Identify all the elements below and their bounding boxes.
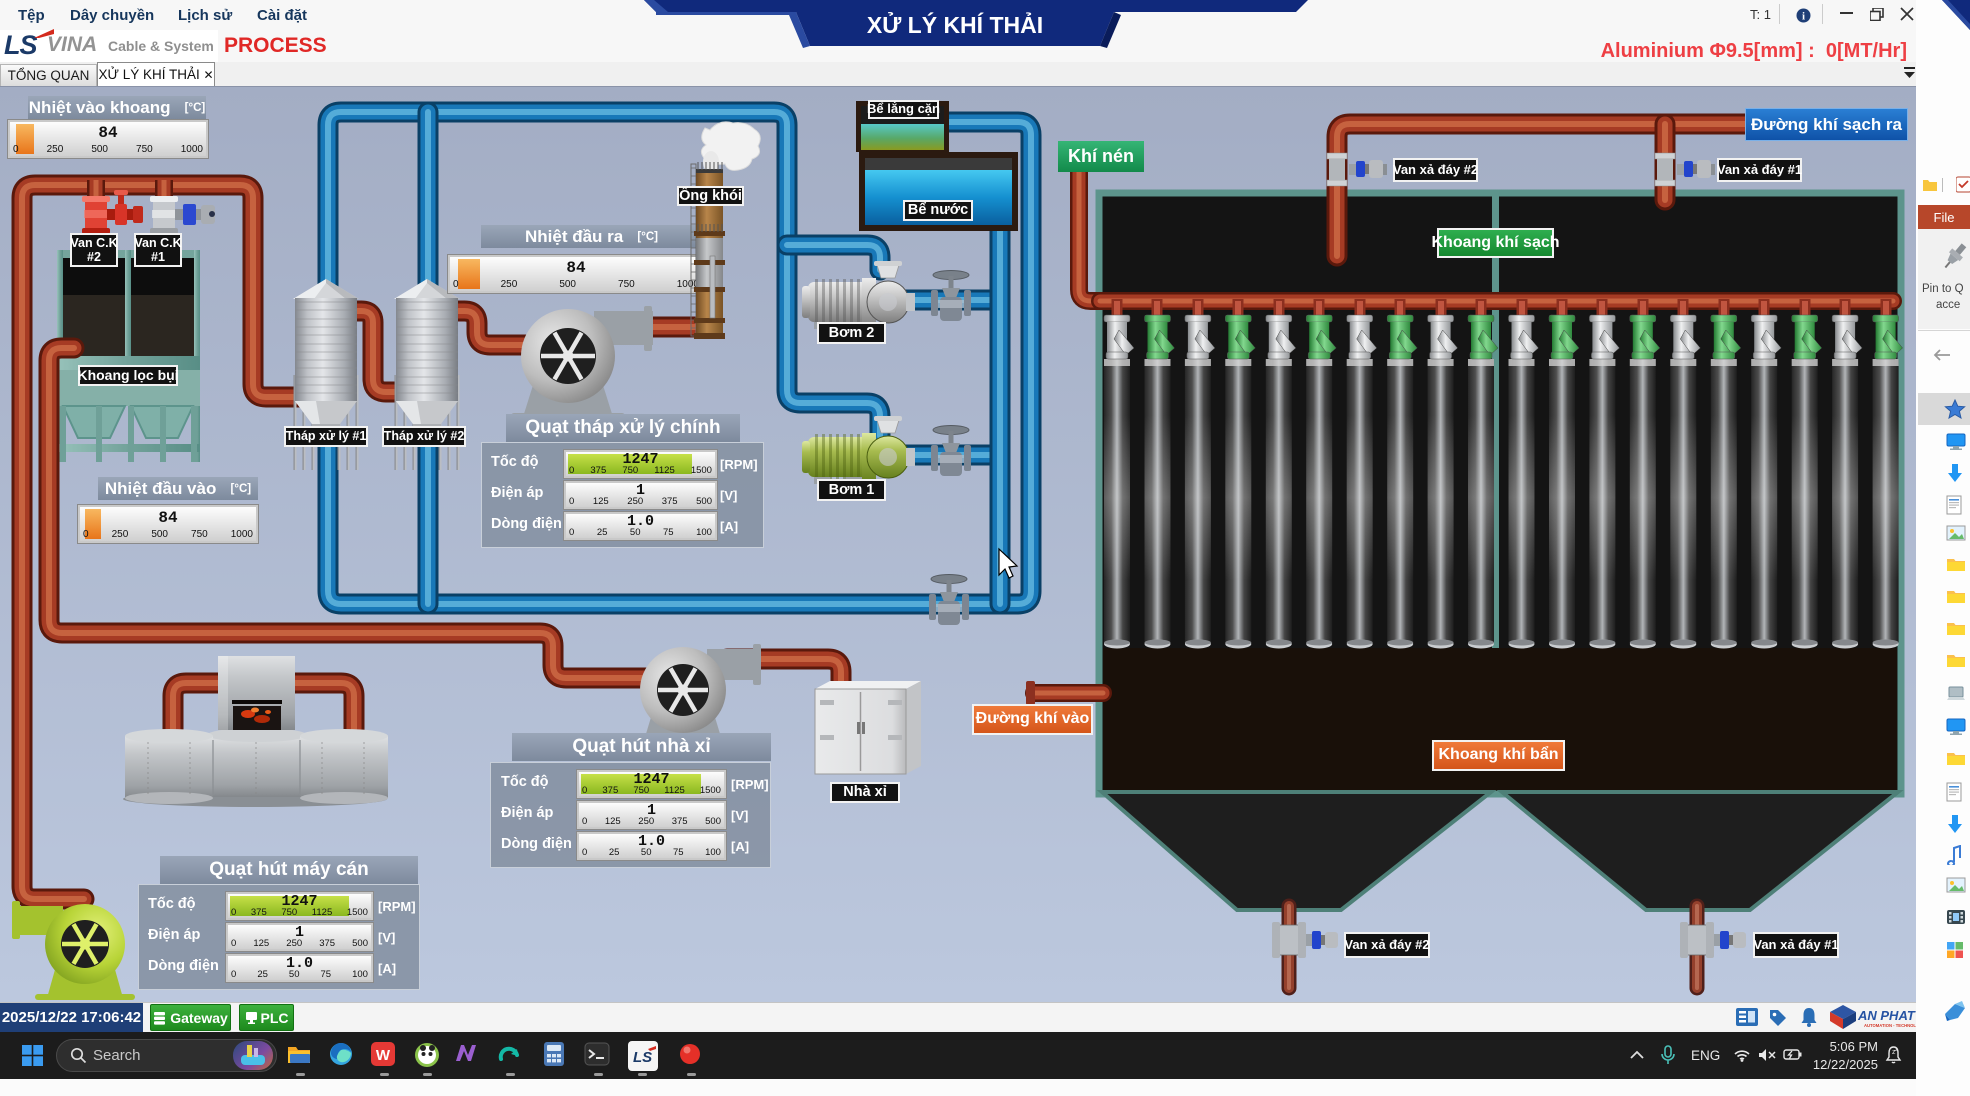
svg-text:W: W	[376, 1047, 391, 1064]
svg-text:z: z	[1895, 1047, 1898, 1053]
svg-text:XỬ LÝ KHÍ THẢI: XỬ LÝ KHÍ THẢI	[867, 10, 1043, 38]
svg-text:i: i	[1802, 11, 1805, 23]
svg-text:z: z	[1892, 1049, 1896, 1056]
svg-text:LS: LS	[633, 1049, 652, 1066]
